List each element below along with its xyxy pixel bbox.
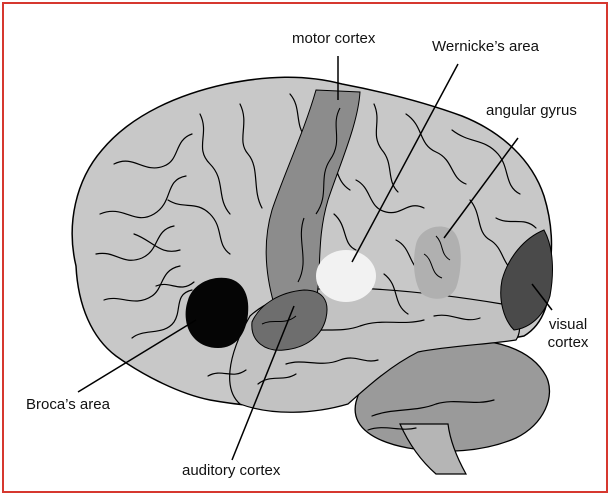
brocas-area-region [186, 278, 249, 348]
label-visual-cortex-line2: cortex [540, 334, 596, 352]
label-motor-cortex: motor cortex [292, 30, 375, 48]
brain-diagram [4, 4, 608, 493]
wernickes-area-region [316, 250, 376, 302]
label-visual-cortex: visual cortex [540, 316, 596, 352]
label-visual-cortex-line1: visual [540, 316, 596, 334]
label-auditory-cortex: auditory cortex [182, 462, 280, 480]
label-wernickes-area: Wernicke’s area [432, 38, 539, 56]
label-angular-gyrus: angular gyrus [486, 102, 577, 120]
label-brocas-area: Broca’s area [26, 396, 110, 414]
